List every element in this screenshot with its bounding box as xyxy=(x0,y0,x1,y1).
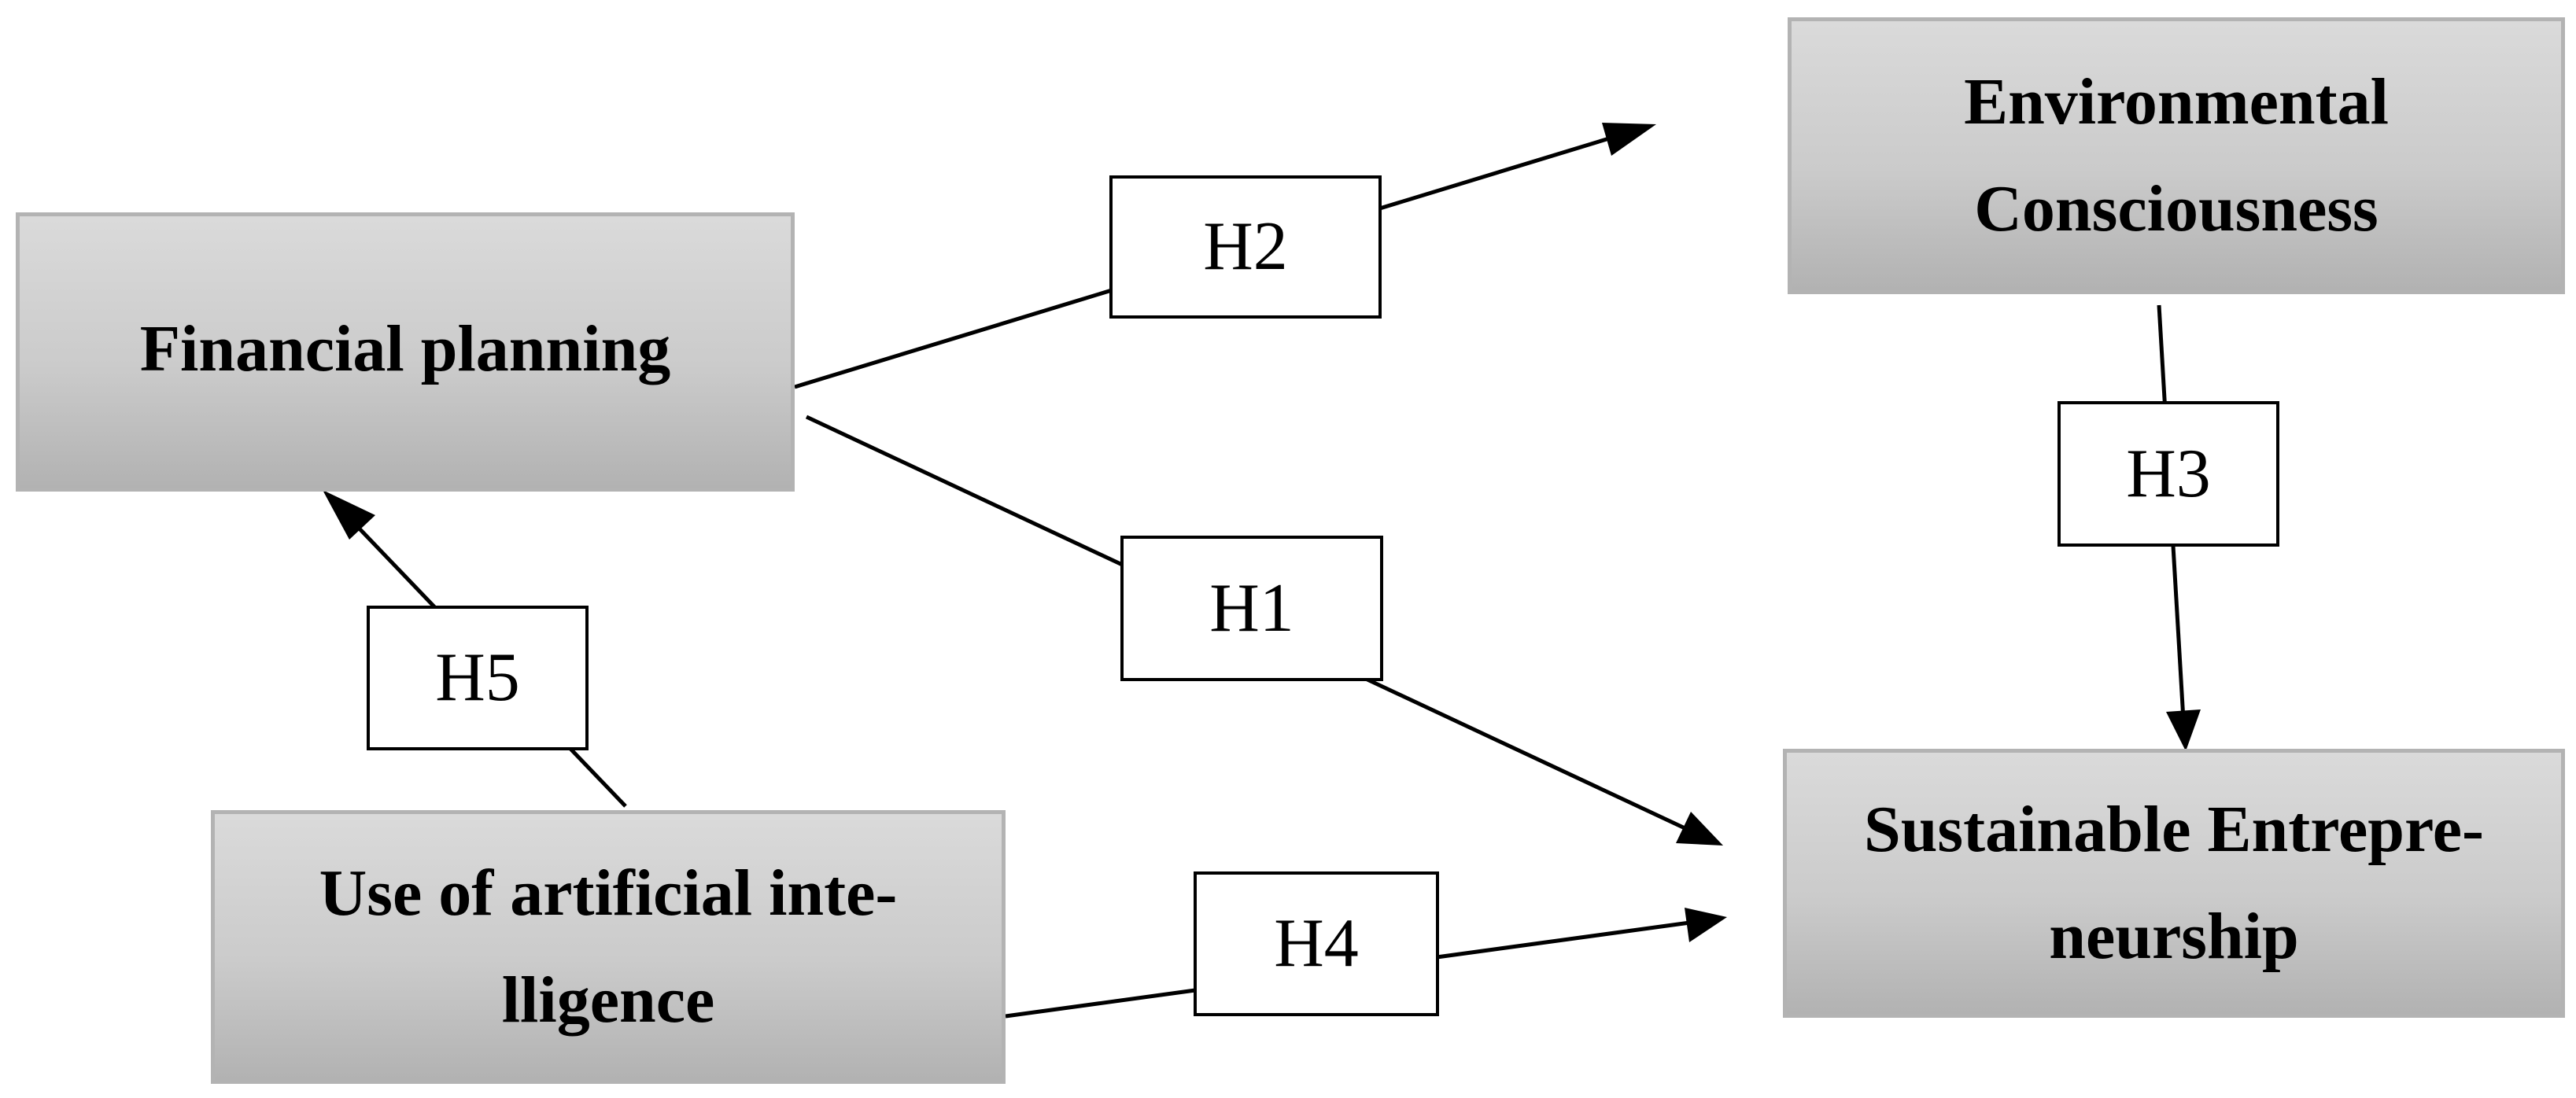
use-of-ai-box: Use of artificial inte- lligence xyxy=(211,810,1006,1084)
hypothesis-h2-label: H2 xyxy=(1109,175,1382,319)
arrowhead-h4 xyxy=(1685,908,1727,942)
hypothesis-h4-text: H4 xyxy=(1274,905,1359,982)
arrowhead-h5 xyxy=(323,490,375,540)
hypothesis-h4-label: H4 xyxy=(1194,871,1439,1016)
arrowhead-h3 xyxy=(2166,709,2201,751)
arrowhead-h1 xyxy=(1676,812,1723,846)
use-of-ai-label: Use of artificial inte- lligence xyxy=(319,857,898,1037)
hypothesis-h5-label: H5 xyxy=(367,606,589,750)
hypothesis-h2-text: H2 xyxy=(1203,208,1288,285)
financial-planning-box: Financial planning xyxy=(16,212,795,492)
hypothesis-h3-text: H3 xyxy=(2126,435,2211,512)
hypothesis-h3-label: H3 xyxy=(2057,401,2279,547)
environmental-consciousness-box: Environmental Consciousness xyxy=(1788,17,2565,294)
financial-planning-label: Financial planning xyxy=(139,311,671,385)
hypothesis-h5-text: H5 xyxy=(435,639,520,716)
sustainable-entrepreneurship-label: Sustainable Entrepre- neurship xyxy=(1864,793,2484,973)
hypothesis-h1-label: H1 xyxy=(1120,536,1383,681)
arrowhead-h2 xyxy=(1602,123,1656,156)
hypothesis-h1-text: H1 xyxy=(1209,569,1294,647)
sustainable-entrepreneurship-box: Sustainable Entrepre- neurship xyxy=(1783,749,2565,1018)
environmental-consciousness-label: Environmental Consciousness xyxy=(1964,65,2389,245)
